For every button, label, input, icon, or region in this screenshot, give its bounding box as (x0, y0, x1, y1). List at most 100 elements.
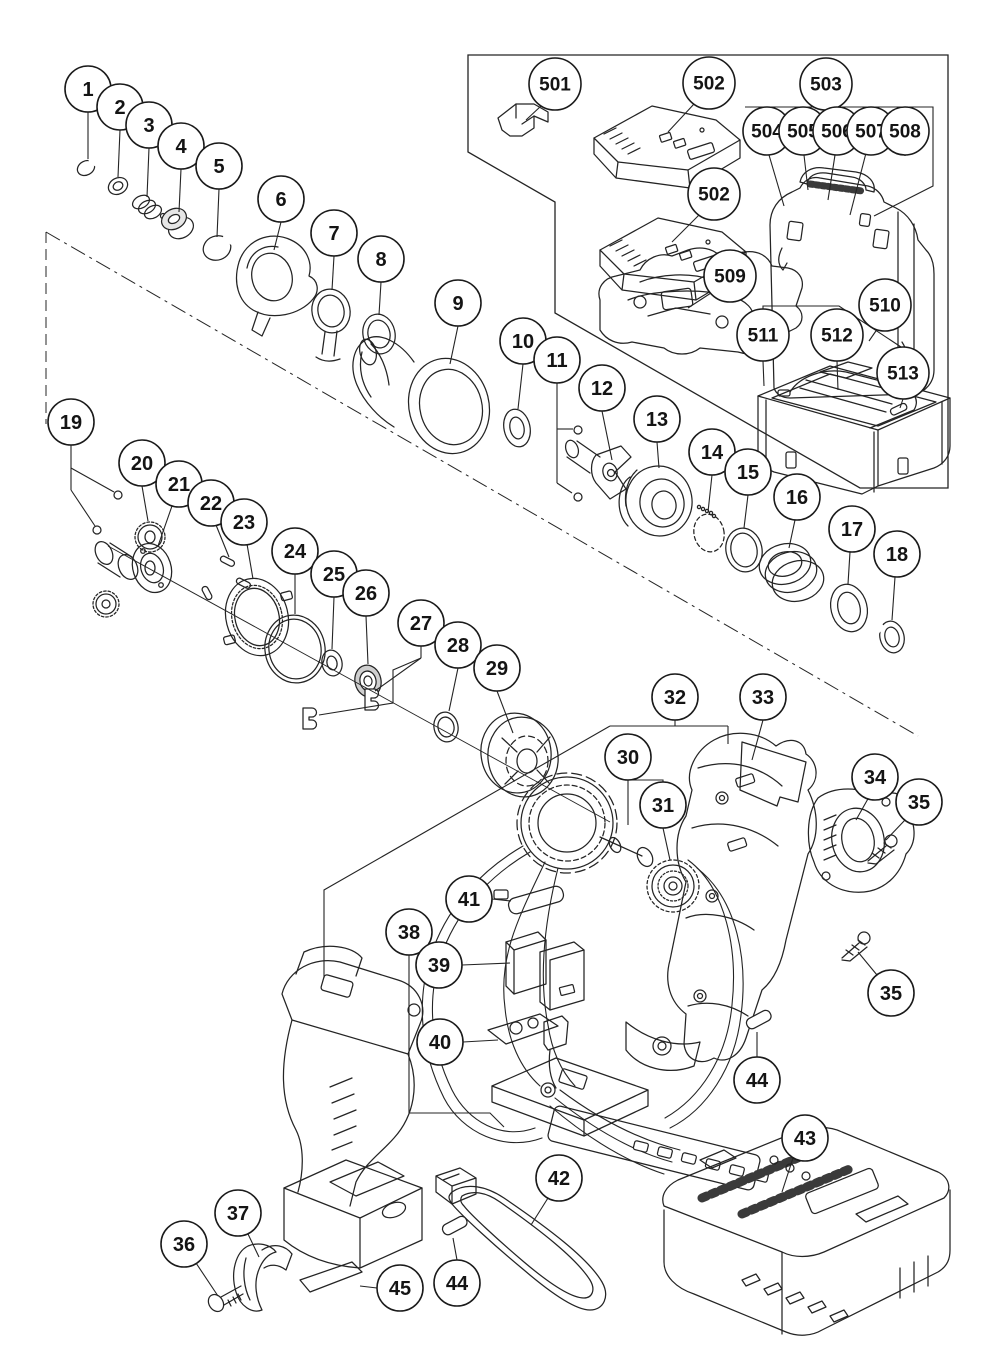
callout-number: 36 (173, 1234, 195, 1256)
callout-number: 39 (428, 955, 450, 977)
leader-45 (359, 1285, 378, 1289)
leader-7 (331, 255, 335, 291)
callout-number: 505 (787, 122, 819, 143)
leader-37 (247, 1233, 260, 1258)
callout-balloon-506: 506 (812, 106, 862, 156)
callout-number: 28 (447, 635, 469, 657)
part-washer-17 (829, 583, 869, 633)
part-pin-513 (889, 402, 908, 416)
callout-balloon-27: 27 (397, 599, 445, 647)
callout-number: 510 (869, 296, 901, 317)
callout-balloon-18: 18 (873, 530, 921, 578)
bracket-19a (70, 467, 115, 493)
callout-balloon-39: 39 (415, 941, 463, 989)
part-anvil-12 (564, 439, 632, 500)
bracket-19b (70, 489, 96, 527)
callout-number: 3 (143, 115, 154, 137)
callout-balloon-13: 13 (633, 395, 681, 443)
part-spring-16 (758, 542, 825, 603)
leader-3 (146, 147, 150, 198)
center-axis (45, 231, 919, 737)
callout-number: 17 (841, 519, 863, 541)
leader-12 (601, 410, 613, 461)
part-case-inlay-509 (598, 247, 804, 355)
callout-balloon-30: 30 (604, 733, 652, 781)
leader-505 (803, 154, 809, 191)
part-trigger-41 (493, 885, 565, 915)
leader-501 (525, 105, 542, 121)
leader-40 (462, 1039, 499, 1043)
callout-balloon-44b: 44 (433, 1259, 481, 1307)
leader-23 (246, 543, 254, 580)
leader-13 (656, 441, 660, 469)
part-ring-7 (311, 288, 351, 362)
part-spring-3 (131, 194, 167, 220)
callout-number: 18 (886, 544, 908, 566)
callout-balloon-502a: 502 (682, 56, 736, 110)
leader-513 (899, 398, 904, 409)
leader-9 (449, 325, 459, 365)
callout-balloon-502b: 502 (687, 167, 741, 221)
part-washer-2 (107, 176, 129, 196)
callout-number: 8 (375, 249, 386, 271)
part-screw-35b (841, 931, 871, 962)
callout-number: 40 (429, 1032, 451, 1054)
callout-number: 22 (200, 493, 222, 515)
callout-balloon-16: 16 (773, 473, 821, 521)
callout-balloon-7: 7 (310, 209, 358, 257)
callout-balloon-504: 504 (742, 106, 792, 156)
callout-number: 34 (864, 767, 887, 789)
leader-509 (687, 290, 715, 309)
gear-axis (107, 545, 611, 823)
callout-balloon-6: 6 (257, 175, 305, 223)
accessory-box-border (467, 54, 949, 489)
part-rotor-fan-31 (646, 859, 700, 913)
callout-number: 502 (693, 74, 725, 95)
callout-number: 501 (539, 75, 571, 96)
callout-number: 21 (168, 474, 190, 496)
part-balls-19 (92, 490, 123, 535)
callout-number: 506 (821, 122, 853, 143)
callout-number: 503 (810, 75, 842, 96)
callout-balloon-42: 42 (535, 1154, 583, 1202)
callout-number: 19 (60, 412, 82, 434)
callout-number: 508 (889, 122, 921, 143)
leader-39 (461, 962, 511, 966)
callout-number: 11 (546, 350, 567, 372)
callout-balloon-34: 34 (851, 753, 899, 801)
leader-6 (273, 221, 282, 251)
callout-number: 5 (213, 156, 224, 178)
callout-number: 509 (714, 267, 746, 288)
callout-balloon-38: 38 (385, 908, 433, 956)
bracket-38 (409, 1112, 505, 1128)
callout-number: 41 (458, 889, 480, 911)
part-balls-11 (573, 425, 583, 502)
callout-balloon-501: 501 (528, 57, 582, 111)
bracket-27a (374, 657, 422, 692)
callout-number: 29 (486, 658, 508, 680)
callout-balloon-29: 29 (473, 644, 521, 692)
part-snap-ring-5 (202, 234, 235, 261)
leader-8 (378, 281, 382, 316)
leader-41 (491, 898, 512, 902)
part-housing-cap (625, 1021, 701, 1071)
leader-18 (891, 576, 896, 621)
part-switch-39 (505, 931, 585, 1089)
leader-22 (215, 524, 230, 558)
callout-balloon-4: 4 (157, 122, 205, 170)
part-pin-44b (441, 1215, 468, 1236)
callout-balloon-35a: 35 (895, 778, 943, 826)
part-ring-1 (76, 157, 99, 177)
part-ring-15 (725, 527, 763, 573)
leader-20 (141, 485, 149, 522)
callout-balloon-5: 5 (195, 142, 243, 190)
leader-15 (743, 494, 749, 529)
callout-number: 14 (701, 442, 724, 464)
callout-number: 35 (908, 792, 930, 814)
callout-number: 502 (698, 185, 730, 206)
leader-2 (117, 129, 121, 178)
leader-502b (671, 214, 700, 243)
callout-number: 512 (821, 326, 853, 347)
part-ring-8 (362, 313, 396, 355)
